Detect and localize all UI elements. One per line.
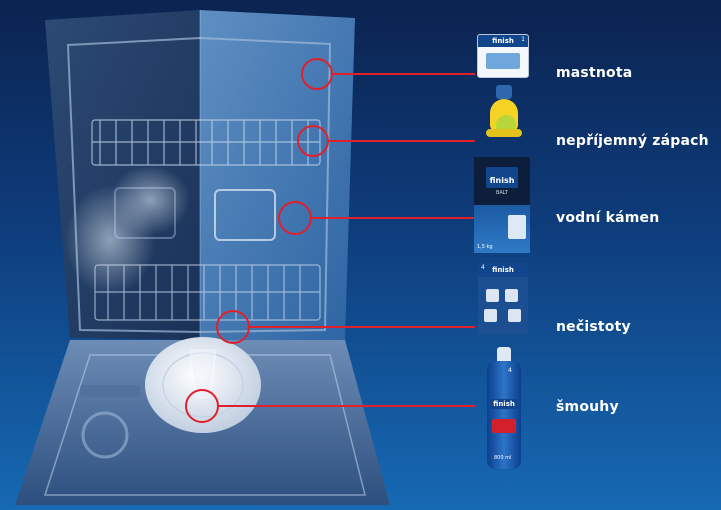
callout-lines: [185, 58, 475, 423]
callout-label-zapach: nepříjemný zápach: [556, 133, 709, 149]
salt-box-icon: finish BALT 1,5 kg: [474, 157, 530, 253]
brand-logo: finish: [492, 37, 514, 45]
salt-sub-label: BALT: [495, 189, 508, 196]
brand-logo: finish: [493, 400, 515, 408]
rinse-aid-bottle-icon: 4 finish 800 ml: [484, 347, 524, 469]
calgon-tabs-box-icon: finish 4: [478, 263, 528, 335]
badge: 4: [481, 264, 485, 271]
badge: 1: [521, 36, 525, 43]
freshener-yellow-icon: [486, 85, 522, 147]
brand-logo: finish: [492, 266, 514, 274]
glass: [189, 349, 217, 399]
callout-label-necistoty: nečistoty: [556, 319, 631, 335]
callout-label-kamen: vodní kámen: [556, 210, 660, 226]
weight-label: 1,5 kg: [477, 244, 493, 250]
machine-cleaner-box-icon: finish 1: [477, 34, 529, 78]
badge: 4: [508, 367, 512, 374]
callout-label-mastnota: mastnota: [556, 65, 633, 81]
volume-label: 800 ml: [494, 455, 512, 461]
callout-label-smouhy: šmouhy: [556, 399, 619, 415]
brand-logo: finish: [489, 175, 515, 185]
dishwasher-body-right: [200, 10, 355, 340]
upper-rack: [91, 119, 321, 166]
